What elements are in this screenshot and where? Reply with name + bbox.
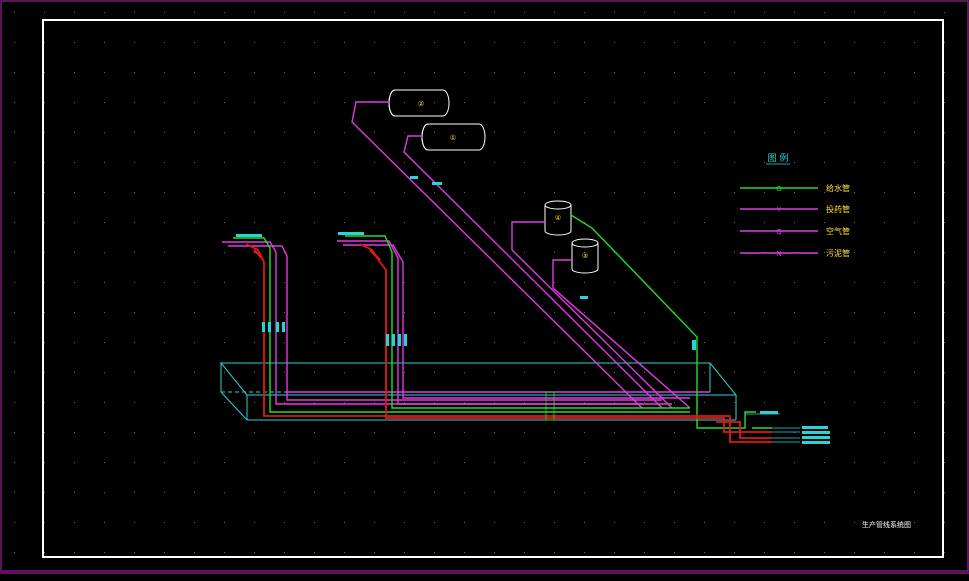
drawing-title: 生产管线系统图 [862, 520, 911, 529]
chemical-pipes [222, 101, 710, 409]
tank-2-number: ② [418, 100, 424, 108]
tank-1 [421, 123, 486, 151]
legend-label: 污泥管 [826, 248, 850, 258]
dot-grid [14, 12, 945, 553]
tank-4 [544, 200, 572, 236]
legend-item-sludge: N 污泥管 [740, 248, 850, 258]
legend-title: 图 例 [768, 152, 789, 164]
legend-label: 给水管 [826, 183, 850, 193]
legend-item-air: Q 空气管 [740, 226, 850, 236]
legend-symbol: N [776, 250, 781, 258]
legend-item-chemical: Y 投药管 [740, 204, 850, 214]
legend-label: 投药管 [826, 204, 850, 214]
tank-1-number: ① [450, 134, 456, 142]
outlet-lines [745, 413, 800, 443]
tank-3 [571, 238, 599, 274]
legend-item-water: G 给水管 [740, 183, 850, 193]
red-pipes [245, 243, 772, 443]
legend-symbol: G [776, 185, 781, 193]
legend-label: 空气管 [826, 226, 850, 236]
legend: 图 例 G 给水管 Y 投药管 Q 空气管 N 污泥管 [740, 152, 850, 258]
water-pipe [233, 214, 772, 429]
legend-symbol: Y [776, 206, 782, 214]
tank-4-number: ④ [555, 214, 561, 222]
pipe-tick-labels [236, 176, 696, 421]
legend-symbol: Q [776, 228, 782, 236]
drawing-frame [42, 19, 944, 558]
outlet-labels [760, 411, 830, 444]
tank-2 [388, 89, 450, 117]
tank-3-number: ③ [582, 252, 588, 260]
